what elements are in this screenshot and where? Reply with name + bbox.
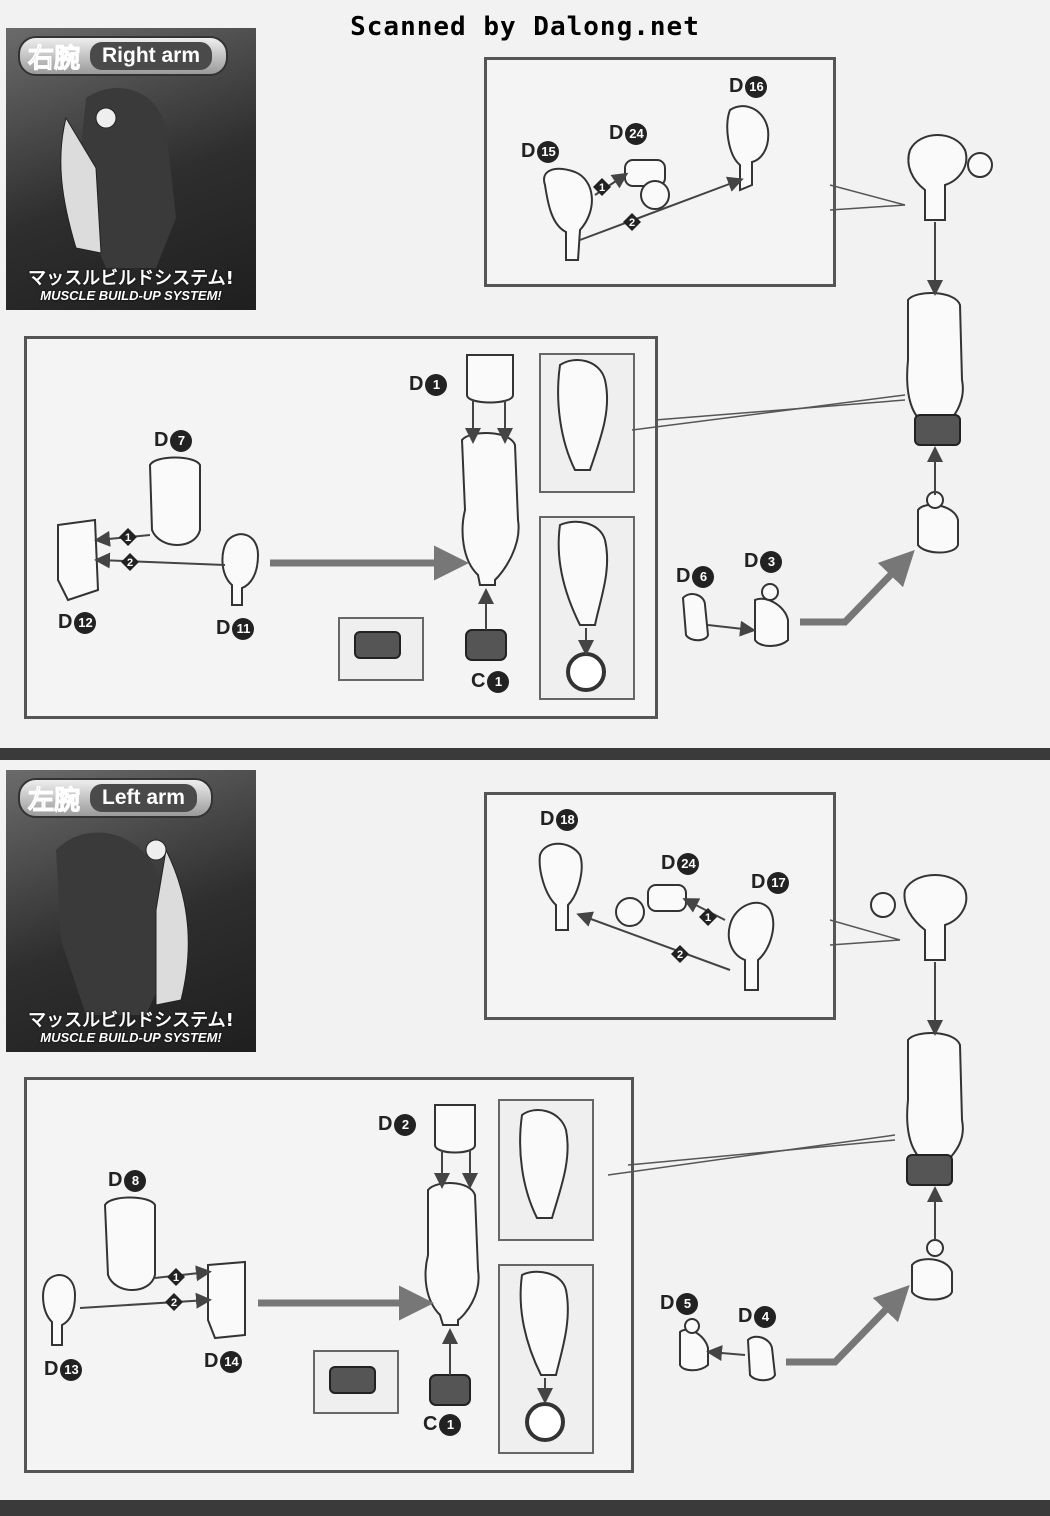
svg-text:1: 1 bbox=[705, 912, 711, 924]
figure-silhouette-icon bbox=[60, 88, 176, 268]
svg-text:2: 2 bbox=[677, 949, 683, 961]
right-arm-caption-jp: マッスルビルドシステム! bbox=[28, 268, 234, 289]
section-divider bbox=[0, 748, 1050, 760]
right-arm-final bbox=[681, 222, 964, 647]
left-arm-caption-jp: マッスルビルドシステム! bbox=[28, 1010, 234, 1031]
left-arm-title-en: Left arm bbox=[90, 784, 197, 812]
left-arm-title: 左腕 Left arm bbox=[18, 778, 213, 818]
svg-text:1: 1 bbox=[173, 1272, 179, 1284]
svg-text:1: 1 bbox=[599, 182, 605, 194]
right-arm-caption-en: MUSCLE BUILD-UP SYSTEM! bbox=[40, 288, 222, 303]
svg-text:2: 2 bbox=[171, 1297, 177, 1309]
right-arm-photo: 右腕 Right arm マッスルビルドシステム! MUSCLE BUILD-U… bbox=[6, 28, 256, 310]
right-shoulder-parts: 1 2 bbox=[543, 105, 993, 261]
right-arm-title: 右腕 Right arm bbox=[18, 36, 229, 76]
left-arm-photo: 左腕 Left arm マッスルビルドシステム! MUSCLE BUILD-UP… bbox=[6, 770, 256, 1052]
svg-text:2: 2 bbox=[127, 557, 133, 569]
svg-text:1: 1 bbox=[125, 532, 131, 544]
right-arm-title-en: Right arm bbox=[90, 42, 213, 70]
left-arm-assembly-parts: 1 2 bbox=[42, 1104, 896, 1442]
left-shoulder-parts: 1 2 bbox=[538, 842, 968, 991]
left-arm-final bbox=[679, 962, 964, 1382]
scan-credit: Scanned by Dalong.net bbox=[350, 12, 700, 42]
page-bottom-bar bbox=[0, 1500, 1050, 1516]
right-arm-title-jp: 右腕 bbox=[27, 43, 81, 74]
left-arm-caption-en: MUSCLE BUILD-UP SYSTEM! bbox=[40, 1030, 222, 1045]
left-arm-title-jp: 左腕 bbox=[27, 785, 81, 816]
svg-text:2: 2 bbox=[629, 217, 635, 229]
right-arm-assembly-parts: 1 2 bbox=[57, 354, 906, 692]
figure-silhouette-icon bbox=[56, 832, 189, 1015]
